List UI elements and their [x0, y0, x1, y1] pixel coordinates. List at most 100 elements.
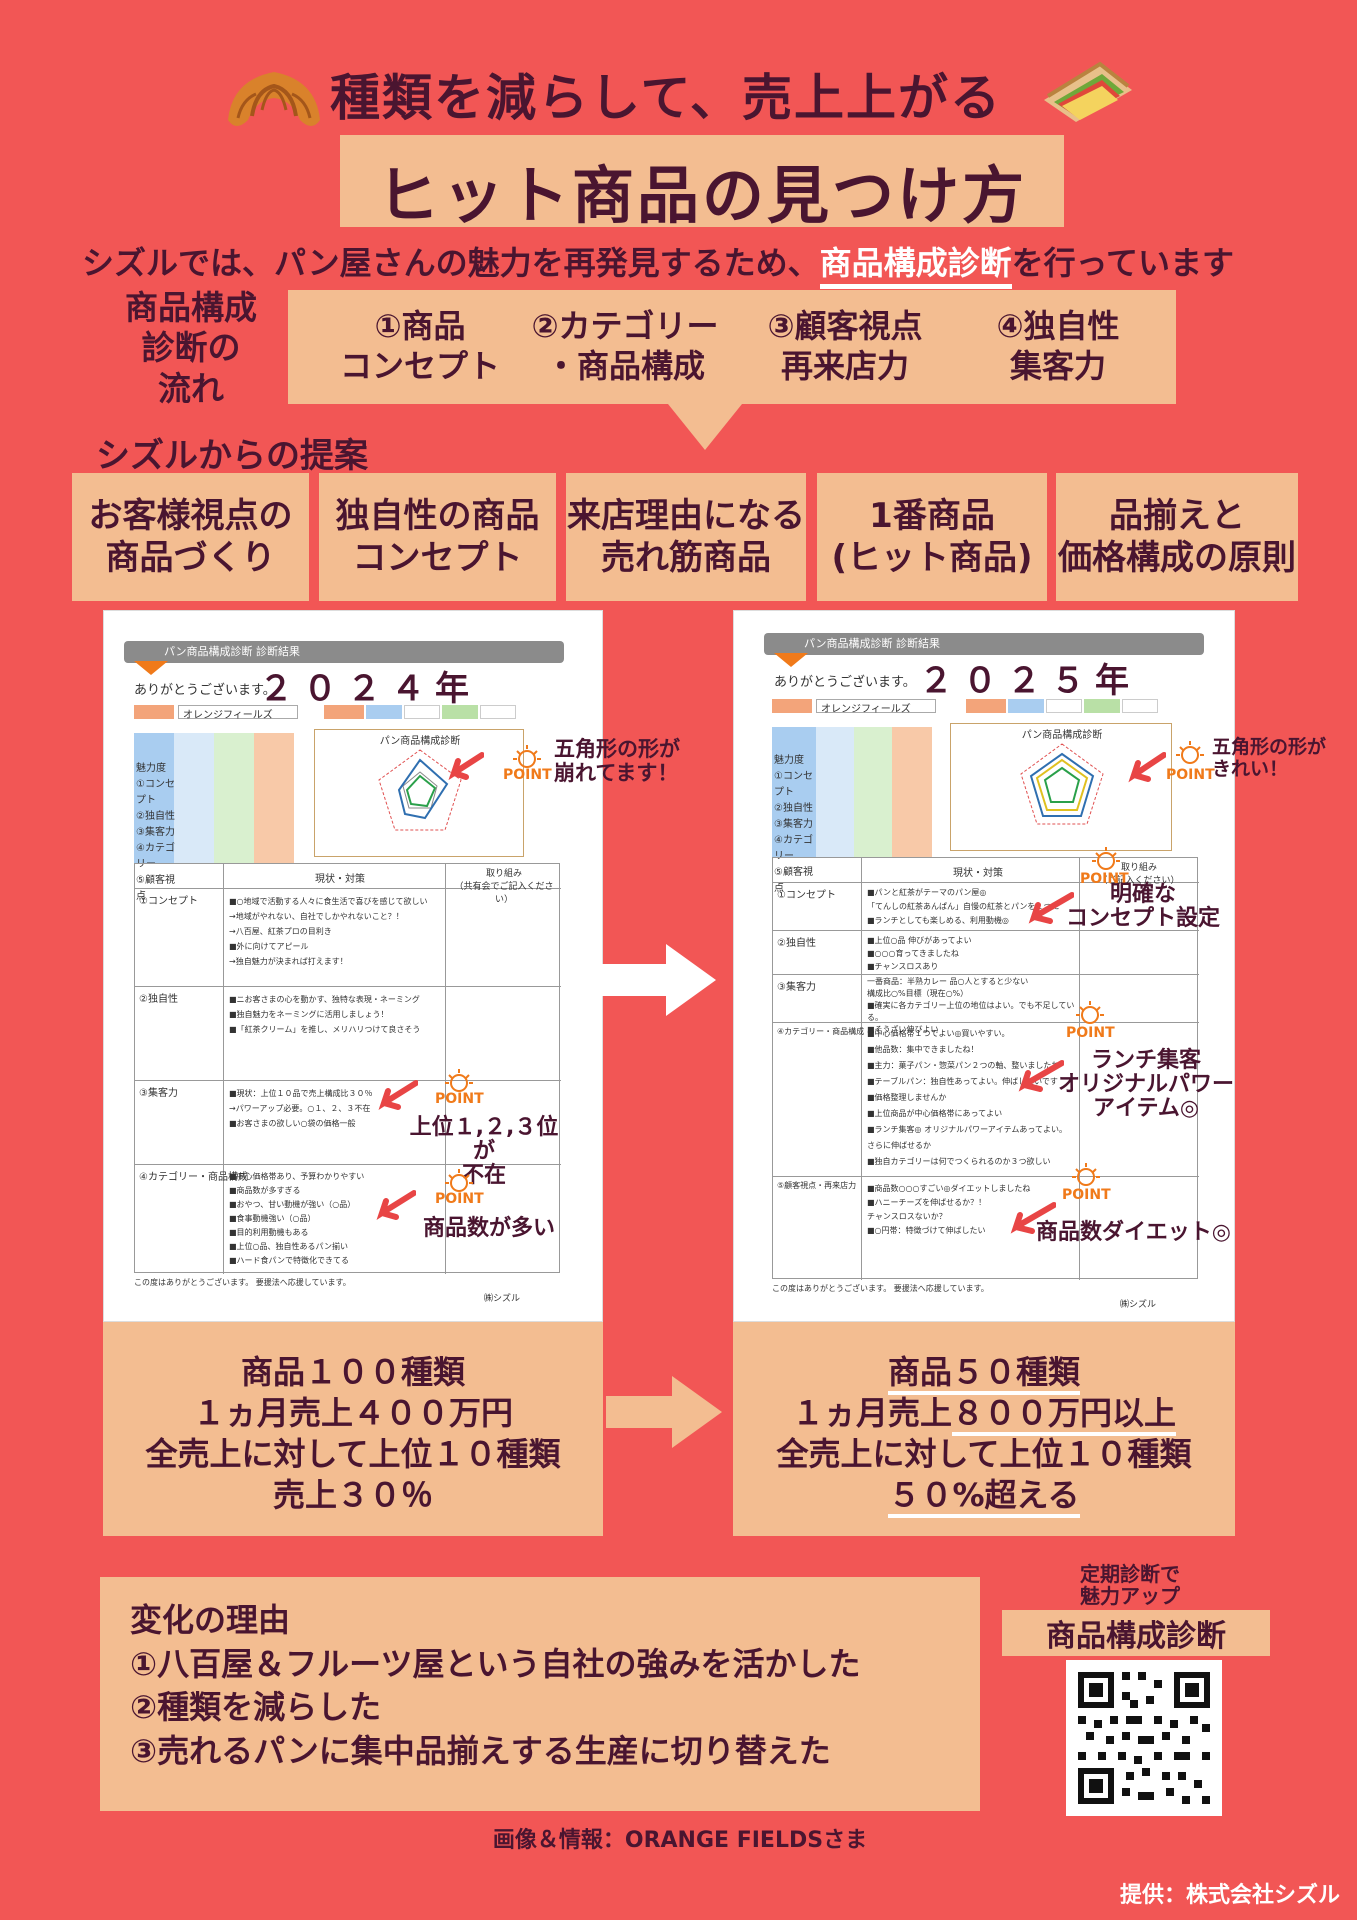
date-cell-5: [1122, 699, 1158, 713]
tag-icon: [774, 653, 808, 667]
title-box: [340, 135, 1064, 227]
row-text-3: 一番商品：半熟カレー 品○人とすると少ない 構成比○%目標（現在○%） ■確実に…: [867, 977, 1075, 1034]
red-arrow-icon: [1010, 1202, 1056, 1234]
doc-year: ２０２５年: [919, 661, 1139, 701]
point-text-3: ランチ集客 オリジナルパワー アイテム◎: [1057, 1048, 1234, 1122]
row-text-2: ■ニお客さまの心を動かす、独特な表現・ネーミング ■独自魅力をネーミングに活用し…: [229, 995, 421, 1034]
sun-icon: [513, 745, 541, 768]
sandwich-icon: [1044, 61, 1132, 122]
intro-text: シズルでは、パン屋さんの魅力を再発見するため、商品構成診断を行っています: [82, 238, 1292, 289]
point-label-1: POINT: [503, 767, 552, 783]
date-cell-4: [442, 705, 478, 719]
row-text-2: ■上位○品 伸びがあってよい ■○○○育ってきましたね ■チャンスロスあり: [867, 936, 972, 971]
radar-chart: パン商品構成診断: [314, 729, 524, 857]
title-top: 種類を減らして、売上上がる: [330, 69, 1002, 127]
point-text-1: 五角形の形が 崩れてます！: [554, 737, 680, 786]
analysis-table: 現状・対策 取り組み （ご記入ください） ①コンセプト ②独自性 ③集客力 ④カ…: [772, 857, 1199, 1280]
store-label-cell: [772, 699, 812, 713]
sun-icon: [445, 1169, 473, 1192]
red-arrow-icon: [378, 1080, 418, 1110]
point-badge-2: [439, 1069, 479, 1097]
row-label-2: ②独自性: [777, 938, 816, 949]
chart-title: パン商品構成診断: [379, 736, 461, 747]
doc-signature: ㈱シズル: [484, 1294, 521, 1304]
point-label-2: POINT: [435, 1091, 484, 1107]
row-text-1: ■パンと紅茶がテーマのパン屋◎ 「てんしの紅茶あんぱん」自慢の紅茶とパンを１つに…: [867, 888, 1060, 925]
point-badge-1: [507, 745, 547, 773]
col-head: 現状・対策: [953, 868, 1003, 879]
sun-icon: [445, 1069, 473, 1092]
radar-shape: [1020, 743, 1104, 825]
document-2024: パン商品構成診断 診断結果 ありがとうございます。 ２０２４年 オレンジフィール…: [103, 610, 680, 1322]
result-right-line4: ５０%超える: [888, 1475, 1080, 1518]
right-arrow-icon: [606, 1376, 722, 1448]
point-badge-2: [1086, 847, 1126, 875]
chart-title: パン商品構成診断: [1021, 730, 1103, 741]
doc-footer: この度はありがとうございます。 要援法へ応援しています。: [134, 1278, 351, 1287]
right-arrow-icon: [600, 944, 716, 1016]
doc-header: パン商品構成診断 診断結果: [764, 633, 1204, 655]
result-left-line4: 売上３０％: [272, 1475, 433, 1514]
col-head-2: 取り組み （共有会でご記入ください）: [454, 869, 554, 905]
result-2025: 商品５０種類 １ヵ月売上８００万円以上 全売上に対して上位１０種類 ５０%超える: [733, 1322, 1235, 1536]
proposal-item-4: 1番商品 (ヒット商品): [817, 473, 1047, 601]
point-badge-1: [1170, 741, 1210, 769]
tag-icon: [134, 661, 168, 675]
row-text-5: ■商品数○○○すごい◎ダイエットしましたね ■ハニーチーズを伸ばせるか？！ チャ…: [867, 1184, 1031, 1235]
doc-year: ２０２４年: [259, 669, 479, 709]
sun-icon: [1076, 1001, 1104, 1024]
analysis-table: 現状・対策 取り組み （共有会でご記入ください） ①コンセプト ②独自性 ③集客…: [134, 863, 561, 1274]
sun-icon: [1072, 1163, 1100, 1186]
proposal-item-5: 品揃えと 価格構成の原則: [1056, 473, 1298, 601]
row-label-4: ④カテゴリー・商品構成: [139, 1172, 248, 1183]
proposal-item-3: 来店理由になる 売れ筋商品: [566, 473, 806, 601]
result-right-line2a: １ヵ月売上: [791, 1393, 952, 1432]
col-head: 現状・対策: [315, 874, 365, 885]
date-cell-2: [366, 705, 402, 719]
row-label-1: ①コンセプト: [777, 890, 836, 901]
red-arrow-icon: [1128, 752, 1166, 783]
row-text-1: ■○地域で活動する人々に食生活で喜びを感じて欲しい →地域がやれない、自社でしか…: [229, 897, 428, 966]
red-arrow-icon: [1018, 1060, 1064, 1092]
date-cell-4: [1084, 699, 1120, 713]
point-label-3: POINT: [1066, 1025, 1115, 1041]
croissant-icon: [228, 72, 320, 126]
document-2025: パン商品構成診断 診断結果 ありがとうございます。 ２０２５年 オレンジフィール…: [733, 610, 1326, 1322]
point-badge-3: [439, 1169, 479, 1197]
store-name: オレンジフィールズ: [816, 699, 936, 715]
result-left-line2: １ヵ月売上４００万円: [192, 1393, 513, 1432]
row-label-5: ⑤顧客視点・再来店力: [777, 1181, 857, 1190]
date-cell-1: [324, 705, 364, 719]
proposal-item-1: お客様視点の 商品づくり: [72, 473, 309, 601]
qr-caption: 定期診断で 魅力アップ: [1080, 1562, 1180, 1608]
qr-code-icon: [1078, 1672, 1210, 1804]
main-title: ヒット商品の見つけ方: [376, 159, 1027, 232]
reason-item-2: ②種類を減らした: [130, 1688, 382, 1727]
doc-signature: ㈱シズル: [1120, 1300, 1157, 1310]
date-cell-5: [480, 705, 516, 719]
proposal-item-2: 独自性の商品 コンセプト: [319, 473, 556, 601]
reason-item-3: ③売れるパンに集中品揃えする生産に切り替えた: [130, 1731, 831, 1770]
doc-thanks: ありがとうございます。: [774, 675, 916, 690]
point-text-1: 五角形の形が きれい！: [1212, 736, 1327, 780]
row-label-3: ③集客力: [777, 982, 816, 993]
point-text-4: 商品数ダイエット◎: [1036, 1220, 1231, 1245]
provider-credit: 提供：株式会社シズル: [1119, 1883, 1340, 1908]
date-cell-3: [404, 705, 440, 719]
intro-highlight: 商品構成診断: [819, 244, 1012, 289]
doc-footer: この度はありがとうございます。 要援法へ応援しています。: [772, 1284, 989, 1293]
result-right-line3: 全売上に対して上位１０種類: [776, 1434, 1192, 1473]
qr-code[interactable]: [1066, 1660, 1222, 1816]
row-text-4: ■中心価格帯あり、予算わかりやすい ■商品数が多すぎる ■おやつ、甘い動機が強い…: [229, 1172, 365, 1265]
red-arrow-icon: [376, 1190, 416, 1220]
reasons-box: 変化の理由 ①八百屋＆フルーツ屋という自社の強みを活かした ②種類を減らした ③…: [100, 1577, 980, 1811]
point-text-2: 上位１,２,３位が 不在: [409, 1115, 559, 1189]
point-badge-3: [1070, 1001, 1110, 1029]
result-2024: 商品１００種類 １ヵ月売上４００万円 全売上に対して上位１０種類 売上３０％: [103, 1322, 603, 1536]
point-label-4: POINT: [1062, 1187, 1111, 1203]
qr-title: 商品構成診断: [1002, 1610, 1270, 1656]
